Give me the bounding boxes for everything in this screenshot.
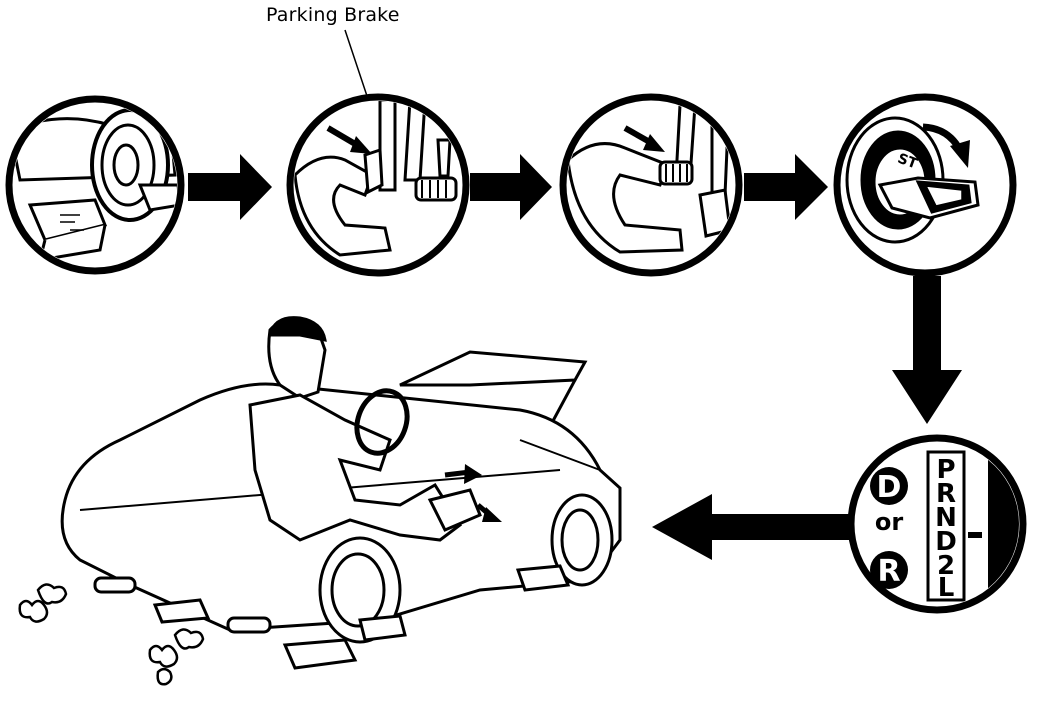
chock-3 — [152, 598, 211, 624]
key-mark-label: ST — [895, 151, 919, 173]
step-1-wheel-chocks — [5, 95, 185, 275]
steering-wheel — [354, 388, 410, 456]
parking-brake-label: Parking Brake — [266, 4, 400, 26]
shift-letters: P R N D 2 L — [935, 455, 957, 603]
flow-arrows — [188, 154, 962, 560]
arrow-left — [652, 494, 852, 560]
gear-r-label: R — [877, 554, 900, 589]
chock-1 — [282, 638, 358, 670]
shift-pos-l: L — [938, 573, 955, 603]
arrow-right-2 — [470, 154, 552, 220]
exhaust-smoke — [18, 583, 205, 686]
shift-pos-r: R — [936, 479, 956, 509]
arrow-down — [892, 276, 962, 424]
car-scene — [18, 316, 622, 686]
step-2-parking-brake — [286, 93, 470, 277]
driver-body — [248, 393, 463, 542]
exhaust-pipe-2 — [226, 616, 272, 634]
chock-4 — [358, 614, 407, 642]
chock-2 — [515, 564, 571, 592]
driver-foot — [427, 488, 482, 532]
gear-or-label: or — [875, 508, 903, 536]
shift-pos-d: D — [935, 527, 957, 557]
exhaust-pipe-1 — [93, 576, 137, 594]
arrow-right-1 — [188, 154, 272, 220]
gear-d-label: D — [877, 470, 902, 505]
arrow-right-3 — [744, 154, 828, 220]
step-5-shift-selector: P R N D 2 L D or R — [847, 434, 1027, 614]
shift-pos-p: P — [936, 455, 955, 485]
open-hood — [399, 350, 588, 387]
shift-pos-2: 2 — [937, 551, 955, 581]
step-4-ignition-key: ST — [833, 93, 1017, 277]
shift-pos-n: N — [935, 503, 957, 533]
step-3-brake-pedal — [559, 93, 743, 277]
